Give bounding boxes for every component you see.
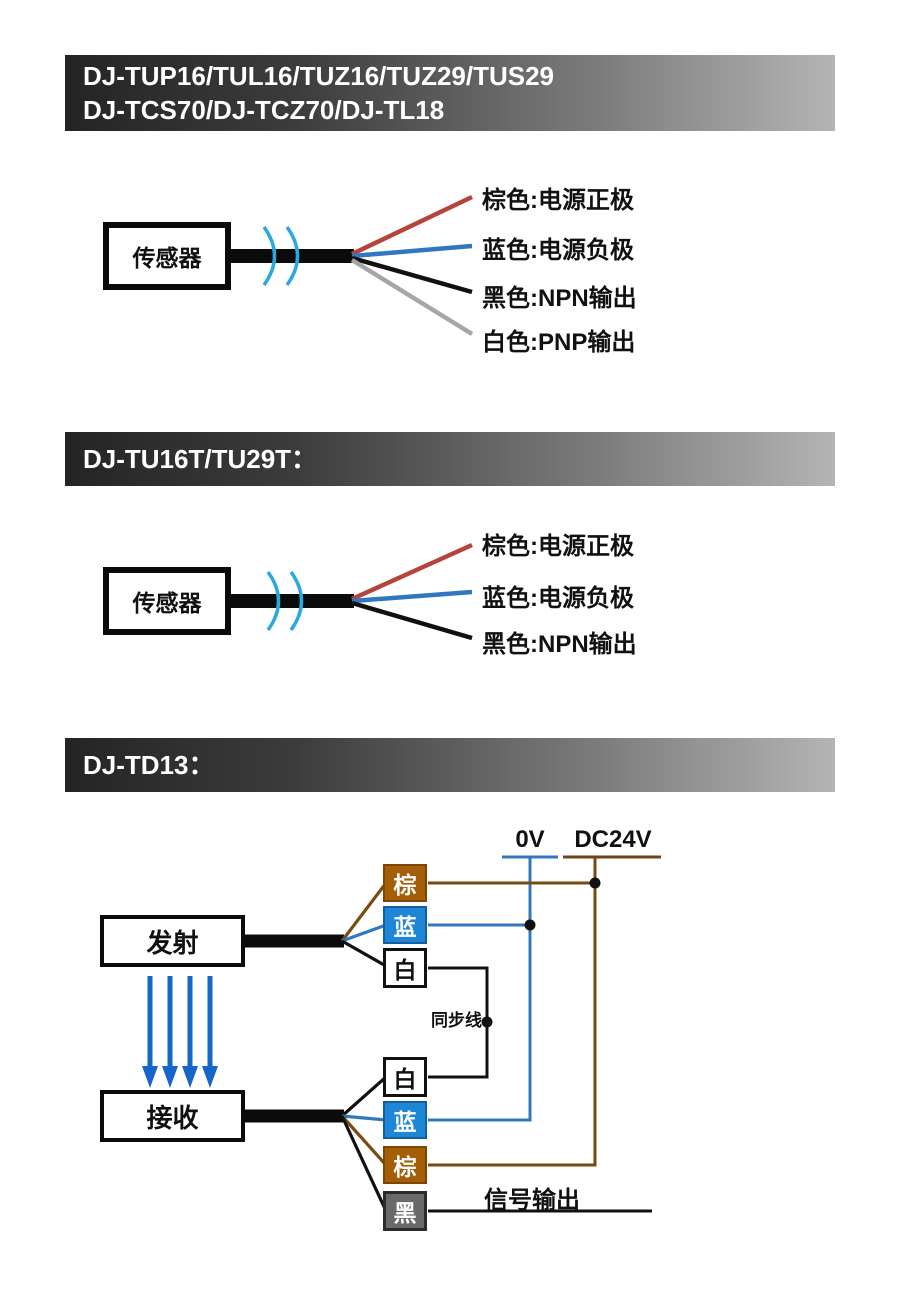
wire-white-1 bbox=[350, 258, 474, 336]
beam-arrow bbox=[162, 976, 178, 1088]
wire-label-black-2: 黑色:NPN输出 bbox=[482, 631, 637, 658]
beam-arrow bbox=[202, 976, 218, 1088]
blue-bus-line bbox=[428, 857, 532, 1122]
wire-brown-1 bbox=[351, 194, 473, 257]
terminal-emitter-blue: 蓝 bbox=[383, 906, 427, 944]
terminal-emitter-brown: 棕 bbox=[383, 864, 427, 902]
section3-header: DJ-TD13： bbox=[65, 738, 835, 792]
terminal-receiver-white: 白 bbox=[383, 1057, 427, 1097]
wire-black-1 bbox=[351, 255, 473, 295]
section1-title-line1: DJ-TUP16/TUL16/TUZ16/TUZ29/TUS29 bbox=[83, 61, 555, 91]
wire-brown-2 bbox=[351, 542, 473, 602]
wire-label-brown-2: 棕色:电源正极 bbox=[482, 533, 634, 560]
cable-break-arc bbox=[289, 570, 304, 632]
section1-header: DJ-TUP16/TUL16/TUZ16/TUZ29/TUS29 DJ-TCS7… bbox=[65, 55, 835, 131]
junction-dot-brown bbox=[589, 877, 601, 889]
junction-dot-sync bbox=[481, 1016, 493, 1028]
receiver-fan-brown bbox=[340, 1114, 388, 1167]
signal-output-label: 信号输出 bbox=[484, 1187, 580, 1214]
section1-title-line2: DJ-TCS70/DJ-TCZ70/DJ-TL18 bbox=[83, 95, 445, 125]
receiver-box: 接收 bbox=[100, 1090, 245, 1142]
wire-label-blue-2: 蓝色:电源负极 bbox=[482, 585, 634, 612]
beam-arrow bbox=[142, 976, 158, 1088]
wire-label-white-1: 白色:PNP输出 bbox=[482, 329, 636, 356]
wire-blue-1 bbox=[351, 243, 473, 259]
cable-break-arc bbox=[266, 570, 281, 632]
terminal-receiver-brown: 棕 bbox=[383, 1146, 427, 1184]
wire-label-brown-1: 棕色:电源正极 bbox=[482, 187, 634, 214]
receiver-fan-black bbox=[340, 1115, 388, 1212]
wire-blue-2 bbox=[351, 589, 473, 604]
cable-break-arc bbox=[262, 225, 277, 287]
terminal-emitter-white: 白 bbox=[383, 948, 427, 988]
wire-black-2 bbox=[351, 600, 473, 641]
section2-header: DJ-TU16T/TU29T： bbox=[65, 432, 835, 486]
wire-label-blue-1: 蓝色:电源负极 bbox=[482, 237, 634, 264]
emitter-box: 发射 bbox=[100, 915, 245, 967]
wire-label-black-1: 黑色:NPN输出 bbox=[482, 285, 637, 312]
rail-0v-label: 0V bbox=[515, 826, 545, 853]
junction-dot-blue bbox=[524, 919, 536, 931]
beam-arrow bbox=[182, 976, 198, 1088]
sync-line-label: 同步线 bbox=[431, 1011, 482, 1030]
rail-24v-label: DC24V bbox=[574, 826, 652, 853]
emitter-fan-brown bbox=[340, 882, 388, 942]
sensor-box-1: 传感器 bbox=[103, 222, 231, 290]
cable-break-arc bbox=[285, 225, 300, 287]
sensor-box-2: 传感器 bbox=[103, 567, 231, 635]
emitter-fan-blue bbox=[341, 923, 387, 943]
terminal-receiver-blue: 蓝 bbox=[383, 1101, 427, 1139]
emitter-fan-white bbox=[341, 939, 387, 968]
terminal-receiver-black: 黑 bbox=[383, 1191, 427, 1231]
receiver-fan-white bbox=[340, 1075, 388, 1118]
receiver-fan-blue bbox=[341, 1114, 387, 1122]
